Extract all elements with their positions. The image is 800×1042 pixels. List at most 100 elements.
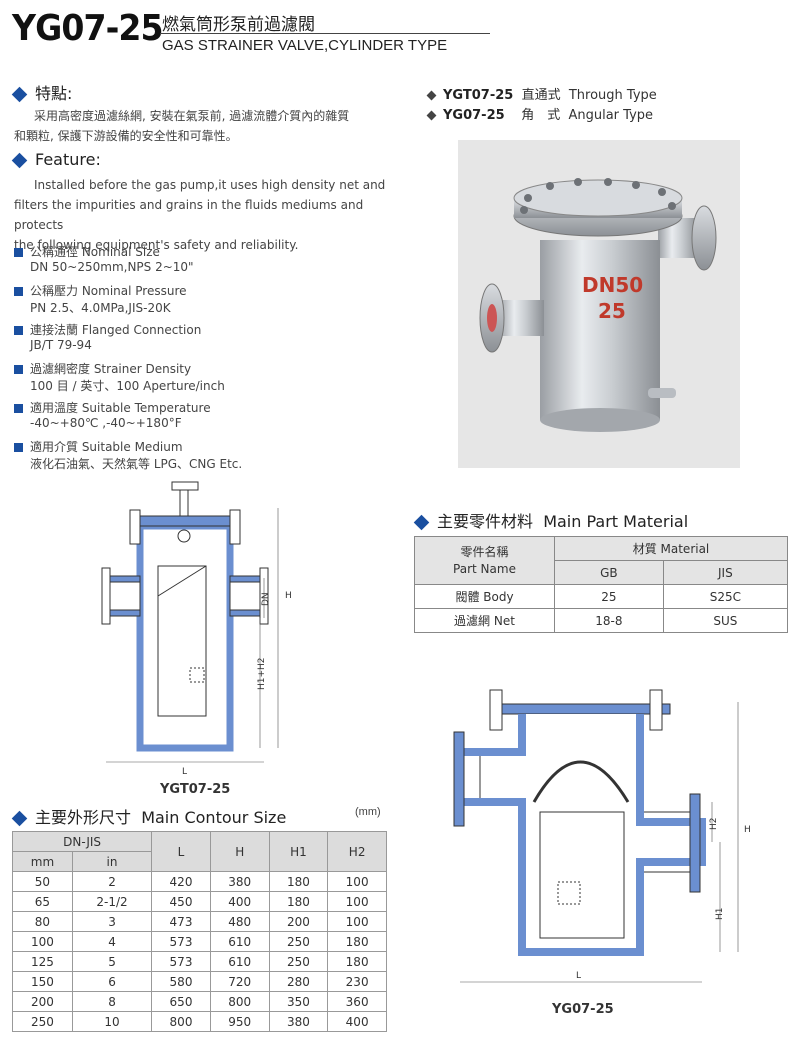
dim-h-label: H [744, 825, 751, 835]
spec-value: -40~+80℃ ,-40~+180°F [30, 416, 182, 430]
through-type-svg: H DN H1+H2 L [101, 481, 292, 777]
contour-cell-h: 720 [209, 971, 270, 992]
table-row: 閥體 Body 25 S25C [414, 584, 789, 609]
contour-col-mm: mm [12, 851, 73, 872]
dim-h2-label: H2 [709, 818, 719, 831]
contour-cell-l: 650 [151, 991, 211, 1012]
contour-cell-h2: 100 [327, 891, 387, 912]
contour-cell-h2: 230 [327, 971, 387, 992]
angular-type-caption: YG07-25 [552, 1002, 614, 1017]
contour-cell-h2: 100 [327, 911, 387, 932]
contour-cell-h1: 180 [268, 871, 329, 892]
contour-cell-in: 2-1/2 [71, 891, 153, 912]
contour-unit: (mm) [355, 806, 381, 818]
material-table: 零件名稱 Part Name 材質 Material GB JIS 閥體 Bod… [414, 536, 789, 633]
features-en-line: Installed before the gas pump,it uses hi… [34, 178, 386, 192]
material-jis: S25C [662, 584, 789, 609]
contour-cell-l: 573 [151, 951, 211, 972]
contour-col-h: H [209, 831, 270, 872]
type-cn: 角 式 [521, 108, 561, 123]
contour-heading: 主要外形尺寸 Main Contour Size [11, 804, 287, 828]
contour-heading-en: Main Contour Size [141, 808, 287, 827]
contour-cell-h1: 280 [268, 971, 329, 992]
material-col-jis: JIS [662, 560, 789, 585]
contour-cell-in: 6 [71, 971, 153, 992]
spec-item: 過濾網密度 Strainer Density 100 目 / 英寸、100 Ap… [14, 360, 394, 399]
title-chinese: 燃氣筒形泵前過濾閥 [162, 15, 315, 35]
title-english: GAS STRAINER VALVE,CYLINDER TYPE [162, 37, 448, 54]
contour-cell-in: 2 [71, 871, 153, 892]
type-through: YGT07-25 直通式 Through Type [426, 84, 657, 103]
contour-cell-h: 380 [209, 871, 270, 892]
diamond-bullet-icon [11, 152, 28, 169]
type-en: Angular Type [568, 108, 654, 123]
spec-label: 公稱壓力 Nominal Pressure [30, 284, 187, 298]
material-gb: 25 [554, 584, 664, 609]
features-cn-text: 采用高密度過濾絲網, 安裝在氣泵前, 過濾流體介質內的雜質 和顆粒, 保護下游設… [14, 106, 394, 146]
product-photo: DN50 25 [458, 140, 740, 468]
features-cn-line: 和顆粒, 保護下游設備的安全性和可靠性。 [14, 129, 238, 143]
dim-h1-label: H1 [715, 908, 725, 921]
type-code: YG07-25 [443, 108, 505, 123]
photo-label-size: DN50 [582, 273, 643, 297]
spec-value: DN 50~250mm,NPS 2~10" [30, 260, 194, 274]
diamond-bullet-icon [413, 514, 430, 531]
material-heading-en: Main Part Material [543, 512, 689, 531]
material-gb: 18-8 [554, 608, 664, 633]
dim-l-label: L [576, 971, 581, 981]
contour-cell-h: 400 [209, 891, 270, 912]
spec-label: 適用溫度 Suitable Temperature [30, 401, 211, 415]
material-col-part: 零件名稱 Part Name [414, 536, 555, 585]
spec-label: 連接法蘭 Flanged Connection [30, 323, 202, 337]
contour-cell-h: 610 [209, 951, 270, 972]
diamond-bullet-icon [11, 810, 28, 827]
contour-cell-h1: 180 [268, 891, 329, 912]
contour-col-h1: H1 [268, 831, 329, 872]
square-bullet-icon [14, 248, 23, 257]
contour-cell-mm: 65 [12, 891, 73, 912]
square-bullet-icon [14, 443, 23, 452]
contour-cell-l: 580 [151, 971, 211, 992]
contour-col-dnjis: DN-JIS [11, 831, 153, 852]
spec-label: 過濾網密度 Strainer Density [30, 362, 192, 376]
spec-label: 公稱通徑 Nominal Size [30, 245, 160, 259]
contour-cell-h1: 250 [268, 951, 329, 972]
specs-list: 公稱通徑 Nominal Size DN 50~250mm,NPS 2~10" … [14, 243, 394, 477]
material-heading: 主要零件材料 Main Part Material [413, 508, 689, 532]
material-part: 過濾網 Net [414, 608, 555, 633]
spec-item: 適用溫度 Suitable Temperature -40~+80℃ ,-40~… [14, 399, 394, 438]
contour-cell-l: 800 [151, 1011, 211, 1032]
contour-cell-mm: 250 [12, 1011, 73, 1032]
contour-cell-h1: 250 [268, 931, 329, 952]
material-col-gb: GB [554, 560, 664, 585]
contour-cell-in: 8 [71, 991, 153, 1012]
spec-item: 適用介質 Suitable Medium 液化石油氣、天然氣等 LPG、CNG … [14, 438, 394, 477]
features-cn-heading: 特點: [11, 80, 73, 104]
dim-h-label: H [285, 591, 292, 601]
type-cn: 直通式 [521, 88, 561, 103]
contour-cell-mm: 100 [12, 931, 73, 952]
contour-heading-cn: 主要外形尺寸 [35, 808, 132, 827]
dim-h1h2-label: H1+H2 [257, 657, 267, 690]
contour-cell-mm: 200 [12, 991, 73, 1012]
spec-label: 適用介質 Suitable Medium [30, 440, 183, 454]
diamond-bullet-icon [426, 110, 437, 121]
contour-cell-in: 5 [71, 951, 153, 972]
title-divider [160, 33, 490, 34]
contour-cell-in: 10 [71, 1011, 153, 1032]
contour-cell-h2: 180 [327, 951, 387, 972]
contour-cell-in: 4 [71, 931, 153, 952]
contour-cell-in: 3 [71, 911, 153, 932]
dim-l-label: L [182, 767, 187, 777]
contour-cell-h2: 180 [327, 931, 387, 952]
features-cn-heading-text: 特點: [35, 84, 73, 103]
contour-col-l: L [151, 831, 211, 872]
product-photo-illustration: DN50 25 [479, 178, 717, 432]
type-angular: YG07-25 角 式 Angular Type [426, 104, 654, 123]
square-bullet-icon [14, 287, 23, 296]
